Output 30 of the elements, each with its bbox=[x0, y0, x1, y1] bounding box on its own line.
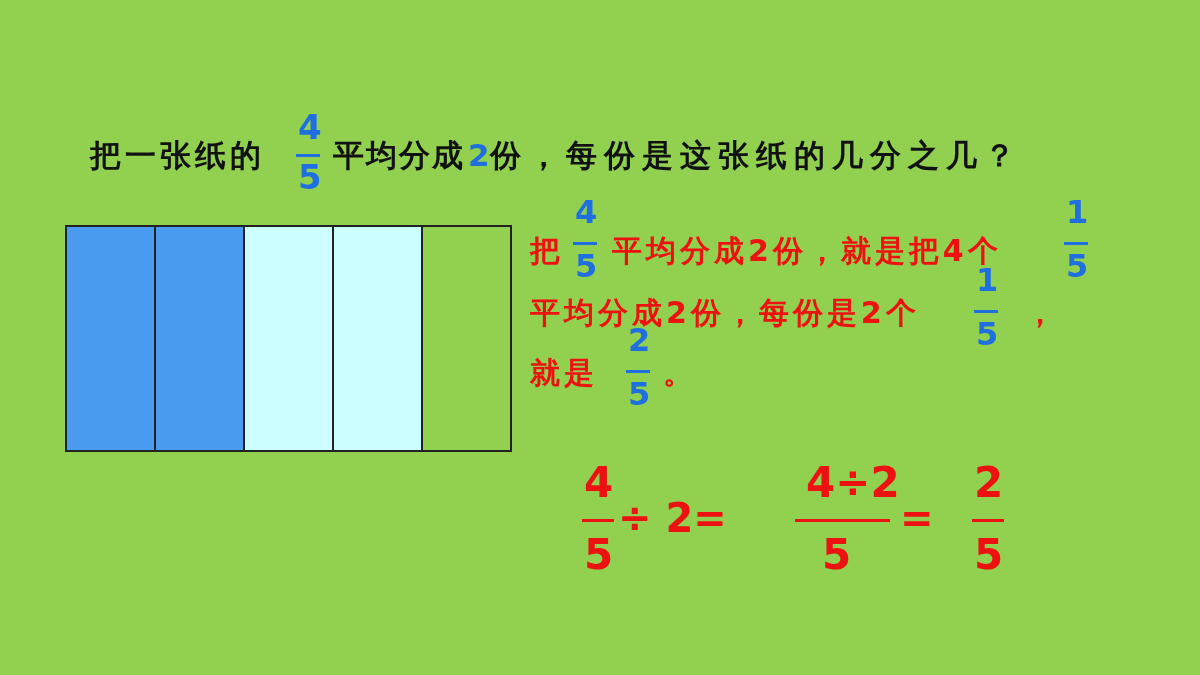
strip-segment bbox=[65, 225, 156, 452]
fraction-digit: 1 bbox=[976, 264, 999, 296]
fraction-digit: 5 bbox=[976, 318, 999, 350]
fraction-digit: 5 bbox=[822, 534, 852, 576]
strip-segment bbox=[243, 225, 334, 452]
fraction-digit: 5 bbox=[628, 378, 651, 410]
fraction-digit: 2 bbox=[974, 462, 1004, 504]
fraction-digit: 2 bbox=[468, 140, 490, 171]
fraction-digit: 4 bbox=[584, 462, 614, 504]
fraction-digit: 4 bbox=[298, 110, 322, 144]
math-text: = bbox=[900, 498, 934, 538]
strip-segment bbox=[421, 225, 512, 452]
math-text: 4÷2 bbox=[806, 462, 900, 504]
fraction-digit: 4 bbox=[575, 196, 598, 228]
strip-segment bbox=[332, 225, 423, 452]
math-text: 份，每份是这张纸的几分之几？ bbox=[490, 140, 1022, 171]
math-text: 平均分成 bbox=[333, 140, 465, 171]
math-text: 。 bbox=[663, 358, 693, 388]
strip-segment bbox=[154, 225, 245, 452]
fraction-digit: 5 bbox=[974, 534, 1004, 576]
math-text: 把一张纸的 bbox=[90, 140, 265, 171]
fraction-digit: 5 bbox=[1066, 250, 1089, 282]
math-text: 就是 bbox=[530, 358, 598, 388]
math-text: ， bbox=[1025, 298, 1055, 328]
fraction-digit: 5 bbox=[298, 160, 322, 194]
fraction-digit: 1 bbox=[1066, 196, 1089, 228]
math-text: 平均分成2份，就是把4个 bbox=[612, 236, 1002, 266]
fraction-digit: 5 bbox=[575, 250, 598, 282]
math-text: ÷ 2= bbox=[618, 498, 727, 538]
fraction-digit: 5 bbox=[584, 534, 614, 576]
